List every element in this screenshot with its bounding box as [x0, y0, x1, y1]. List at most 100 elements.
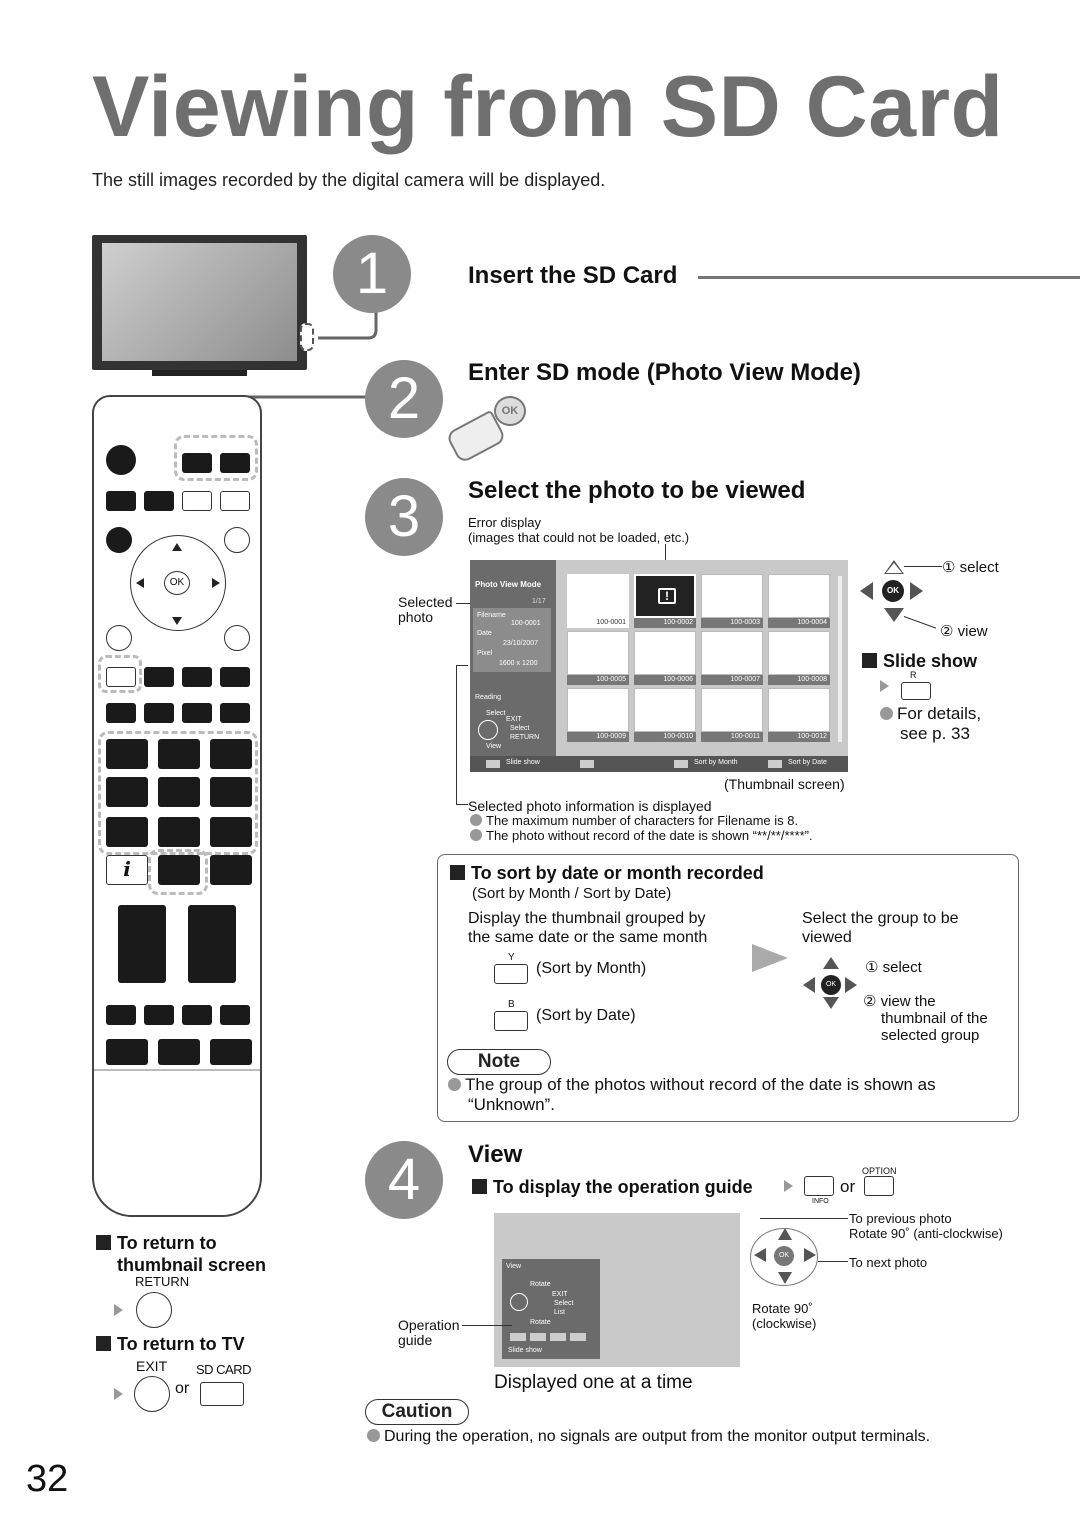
right-triangle-icon	[910, 582, 923, 600]
slideshow-heading: Slide show	[862, 651, 977, 672]
info-key[interactable]: i	[106, 855, 148, 885]
remote-key[interactable]	[144, 1005, 174, 1025]
info-bracket	[456, 665, 468, 805]
ok-button[interactable]: OK	[164, 571, 190, 595]
remote-key[interactable]	[182, 703, 212, 723]
remote-key[interactable]	[220, 703, 250, 723]
remote-key[interactable]	[106, 1039, 148, 1065]
slideshow-key: R	[880, 670, 932, 700]
exit-key[interactable]	[134, 1376, 170, 1412]
remote-key[interactable]	[106, 667, 136, 687]
sdcard-key-highlight	[174, 435, 258, 481]
remote-key[interactable]	[144, 667, 174, 687]
arrow-icon	[114, 1304, 123, 1316]
number-key[interactable]	[210, 777, 252, 807]
photo-thumbnail-label: 100-0010	[634, 732, 696, 742]
menu-button[interactable]	[106, 527, 132, 553]
photo-thumbnail[interactable]	[768, 631, 830, 675]
slideshow-details: For details, see p. 33	[880, 704, 981, 744]
remote-key[interactable]	[182, 491, 212, 511]
remote-key[interactable]	[158, 1039, 200, 1065]
ok-press-icon: OK	[445, 396, 528, 466]
single-photo-screen: View Rotate EXIT Select List Rotate Slid…	[494, 1213, 740, 1367]
photo-thumbnail[interactable]	[567, 574, 629, 618]
remote-key[interactable]	[106, 703, 136, 723]
photo-thumbnail[interactable]	[701, 574, 763, 618]
photo-thumbnail[interactable]	[701, 631, 763, 675]
square-bullet-icon	[472, 1179, 487, 1194]
number-pad-highlight	[98, 731, 258, 855]
square-bullet-icon	[862, 653, 877, 668]
remote-key[interactable]	[210, 1039, 252, 1065]
remote-key[interactable]	[144, 491, 174, 511]
photo-thumbnail[interactable]	[634, 631, 696, 675]
info-key[interactable]	[804, 1176, 834, 1196]
option-key[interactable]	[864, 1176, 894, 1196]
remote-key[interactable]	[220, 491, 250, 511]
right-arrow-icon	[212, 578, 220, 588]
remote-key[interactable]	[106, 1005, 136, 1025]
photo-thumbnail[interactable]: !	[634, 574, 696, 618]
dpad[interactable]	[130, 535, 226, 631]
bullet-icon	[470, 814, 482, 826]
number-key[interactable]	[106, 739, 148, 769]
photo-thumbnail[interactable]	[567, 631, 629, 675]
number-key[interactable]	[158, 855, 200, 885]
caution-text: During the operation, no signals are out…	[367, 1428, 930, 1446]
power-button[interactable]	[106, 445, 136, 475]
number-key[interactable]	[158, 777, 200, 807]
return-tv-heading: To return to TV	[96, 1334, 245, 1355]
number-key[interactable]	[158, 739, 200, 769]
photo-thumbnail[interactable]	[567, 688, 629, 732]
number-key[interactable]	[106, 777, 148, 807]
photo-counter: 1/17	[532, 598, 546, 605]
remote-key[interactable]	[182, 453, 212, 473]
error-display-label: Error display	[468, 515, 541, 530]
scrollbar[interactable]	[838, 576, 842, 742]
option-button[interactable]	[224, 527, 250, 553]
return-key[interactable]	[114, 1292, 194, 1332]
return-button[interactable]	[106, 625, 132, 651]
remote-key[interactable]	[220, 1005, 250, 1025]
down-arrow-icon	[172, 617, 182, 625]
number-key[interactable]	[158, 817, 200, 847]
remote-key[interactable]	[182, 667, 212, 687]
note-filename: The maximum number of characters for Fil…	[470, 813, 798, 828]
photo-thumbnail[interactable]	[768, 688, 830, 732]
zero-key-highlight	[148, 849, 208, 895]
error-display-note: (images that could not be loaded, etc.)	[468, 530, 690, 545]
remote-key[interactable]	[182, 1005, 212, 1025]
volume-rocker[interactable]	[118, 905, 166, 983]
exit-button[interactable]	[224, 625, 250, 651]
remote-key[interactable]	[220, 453, 250, 473]
photo-thumbnail-label: 100-0003	[701, 618, 763, 628]
number-key[interactable]	[106, 817, 148, 847]
number-key[interactable]	[210, 855, 252, 885]
tv-illustration	[92, 235, 314, 376]
remote-control: OK i	[92, 395, 262, 1217]
bullet-icon	[448, 1078, 461, 1091]
dpad-mini-icon	[478, 720, 498, 740]
sort-box	[437, 854, 1019, 1122]
channel-rocker[interactable]	[188, 905, 236, 983]
color-keys-highlight	[98, 655, 142, 693]
exit-key-label: EXIT	[136, 1358, 168, 1374]
sdcard-key[interactable]	[200, 1382, 244, 1406]
photo-thumbnail[interactable]	[634, 688, 696, 732]
remote-key[interactable]	[144, 703, 174, 723]
photo-thumbnail-label: 100-0001	[567, 618, 629, 628]
photo-thumbnail-label: 100-0012	[768, 732, 830, 742]
remote-key[interactable]	[220, 667, 250, 687]
number-key[interactable]	[210, 739, 252, 769]
screen-sort-date-label: Sort by Date	[788, 759, 827, 766]
number-key[interactable]	[210, 817, 252, 847]
step-3-title: Select the photo to be viewed	[468, 477, 806, 504]
step-1-badge: 1	[333, 235, 411, 313]
photo-thumbnail[interactable]	[768, 574, 830, 618]
remote-key[interactable]	[106, 491, 136, 511]
photo-thumbnail[interactable]	[701, 688, 763, 732]
select-view-diagram: OK ① select ② view	[858, 558, 1078, 648]
